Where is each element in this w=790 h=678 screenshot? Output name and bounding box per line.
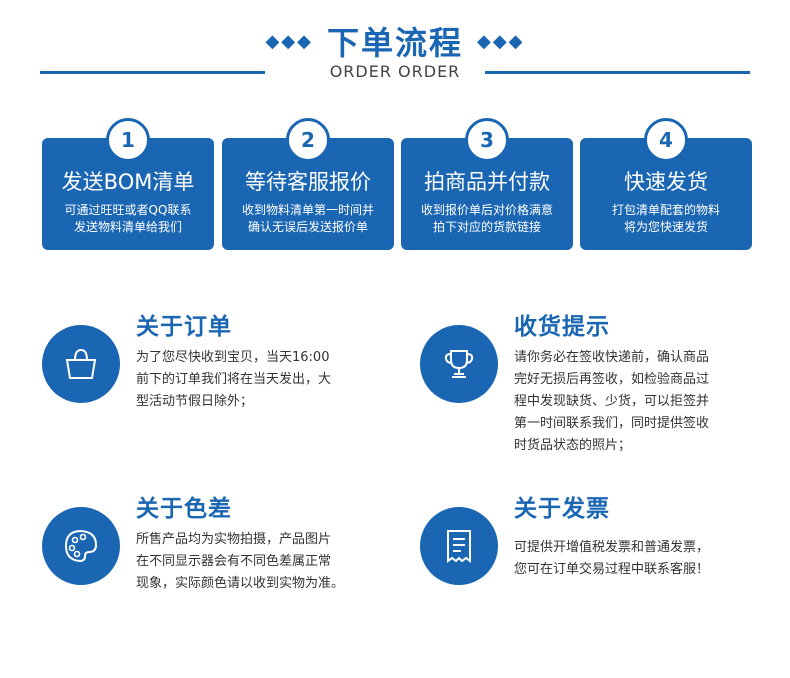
info-title-color: 关于色差 xyxy=(136,496,232,522)
shopping-bag-icon xyxy=(65,348,97,379)
step-card-1: 1 发送BOM清单 可通过旺旺或者QQ联系 发送物料清单给我们 xyxy=(42,118,214,250)
info-order-line: 前下的订单我们将在当天发出，大 xyxy=(136,372,332,387)
info-receipt-line: 请你务必在签收快递前，确认商品 xyxy=(514,350,710,365)
info-order-line: 为了您尽快收到宝贝，当天16:00 xyxy=(136,350,330,365)
step-desc-3-line-2: 拍下对应的货款链接 xyxy=(432,220,541,234)
step-desc-4-line-1: 打包清单配套的物料 xyxy=(611,203,720,217)
step-card-3: 3 拍商品并付款 收到报价单后对价格满意 拍下对应的货款链接 xyxy=(401,118,573,250)
info-invoice-line: 您可在订单交易过程中联系客服！ xyxy=(514,562,710,577)
page-title-row: ◆◆◆ 下单流程 ◆◆◆ xyxy=(0,18,790,64)
step-desc-3: 收到报价单后对价格满意 拍下对应的货款链接 xyxy=(401,202,573,236)
header: ◆◆◆ 下单流程 ◆◆◆ ORDER ORDER xyxy=(0,0,790,90)
step-number-3: 3 xyxy=(465,118,509,162)
step-desc-3-line-1: 收到报价单后对价格满意 xyxy=(420,203,553,217)
info-title-invoice: 关于发票 xyxy=(514,496,610,522)
step-desc-1-line-1: 可通过旺旺或者QQ联系 xyxy=(64,203,192,217)
info-receipt-line: 时货品状态的照片； xyxy=(514,438,632,453)
info-block-receipt: 收货提示 请你务必在签收快递前，确认商品 完好无损后再签收，如检验商品过 程中发… xyxy=(420,314,760,465)
step-desc-4: 打包清单配套的物料 将为您快速发货 xyxy=(580,202,752,236)
info-color-line: 在不同显示器会有不同色差属正常 xyxy=(136,554,332,569)
info-order-line: 型活动节假日除外； xyxy=(136,394,254,409)
step-desc-1-line-2: 发送物料清单给我们 xyxy=(73,220,182,234)
divider-right xyxy=(485,71,750,74)
step-title-4: 快速发货 xyxy=(624,170,708,194)
info-body-order: 为了您尽快收到宝贝，当天16:00 前下的订单我们将在当天发出，大 型活动节假日… xyxy=(136,347,331,413)
info-title-order: 关于订单 xyxy=(136,314,232,340)
step-number-4: 4 xyxy=(644,118,688,162)
step-desc-1: 可通过旺旺或者QQ联系 发送物料清单给我们 xyxy=(42,202,214,236)
info-invoice-line: 可提供开增值税发票和普通发票， xyxy=(514,540,710,555)
step-desc-2-line-2: 确认无误后发送报价单 xyxy=(247,220,368,234)
invoice-icon-circle xyxy=(420,507,498,585)
step-card-2: 2 等待客服报价 收到物料清单第一时间并 确认无误后发送报价单 xyxy=(222,118,394,250)
order-icon-circle xyxy=(42,325,120,403)
info-block-color: 关于色差 所售产品均为实物拍摄，产品图片 在不同显示器会有不同色差属正常 现象，… xyxy=(42,496,382,607)
divider-left xyxy=(40,71,265,74)
info-color-line: 所售产品均为实物拍摄，产品图片 xyxy=(136,532,332,547)
info-receipt-line: 第一时间联系我们，同时提供签收 xyxy=(514,416,710,431)
info-receipt-line: 程中发现缺货、少货，可以拒签并 xyxy=(514,394,710,409)
step-card-4: 4 快速发货 打包清单配套的物料 将为您快速发货 xyxy=(580,118,752,250)
trophy-icon xyxy=(444,350,474,378)
order-steps: 1 发送BOM清单 可通过旺旺或者QQ联系 发送物料清单给我们 2 等待客服报价… xyxy=(42,118,752,250)
page-subtitle: ORDER ORDER xyxy=(329,62,461,81)
receipt-icon xyxy=(447,530,471,563)
color-icon-circle xyxy=(42,507,120,585)
info-receipt-line: 完好无损后再签收，如检验商品过 xyxy=(514,372,710,387)
step-title-2: 等待客服报价 xyxy=(245,170,371,194)
receipt-icon-circle xyxy=(420,325,498,403)
info-title-receipt: 收货提示 xyxy=(514,314,610,340)
info-body-color: 所售产品均为实物拍摄，产品图片 在不同显示器会有不同色差属正常 现象，实际颜色请… xyxy=(136,529,344,595)
info-block-order: 关于订单 为了您尽快收到宝贝，当天16:00 前下的订单我们将在当天发出，大 型… xyxy=(42,314,382,425)
page-title: 下单流程 xyxy=(326,24,463,62)
info-body-invoice: 可提供开增值税发票和普通发票， 您可在订单交易过程中联系客服！ xyxy=(514,537,709,581)
diamond-right-decoration: ◆◆◆ xyxy=(477,30,525,52)
step-desc-2-line-1: 收到物料清单第一时间并 xyxy=(241,203,374,217)
step-title-3: 拍商品并付款 xyxy=(424,170,550,194)
step-number-1: 1 xyxy=(106,118,150,162)
info-block-invoice: 关于发票 可提供开增值税发票和普通发票， 您可在订单交易过程中联系客服！ xyxy=(420,496,760,607)
info-color-line: 现象，实际颜色请以收到实物为准。 xyxy=(136,576,345,591)
step-title-1: 发送BOM清单 xyxy=(61,170,195,194)
step-number-2: 2 xyxy=(286,118,330,162)
step-desc-2: 收到物料清单第一时间并 确认无误后发送报价单 xyxy=(222,202,394,236)
info-body-receipt: 请你务必在签收快递前，确认商品 完好无损后再签收，如检验商品过 程中发现缺货、少… xyxy=(514,347,709,457)
diamond-left-decoration: ◆◆◆ xyxy=(265,30,313,52)
palette-icon xyxy=(64,529,98,563)
step-desc-4-line-2: 将为您快速发货 xyxy=(623,220,708,234)
